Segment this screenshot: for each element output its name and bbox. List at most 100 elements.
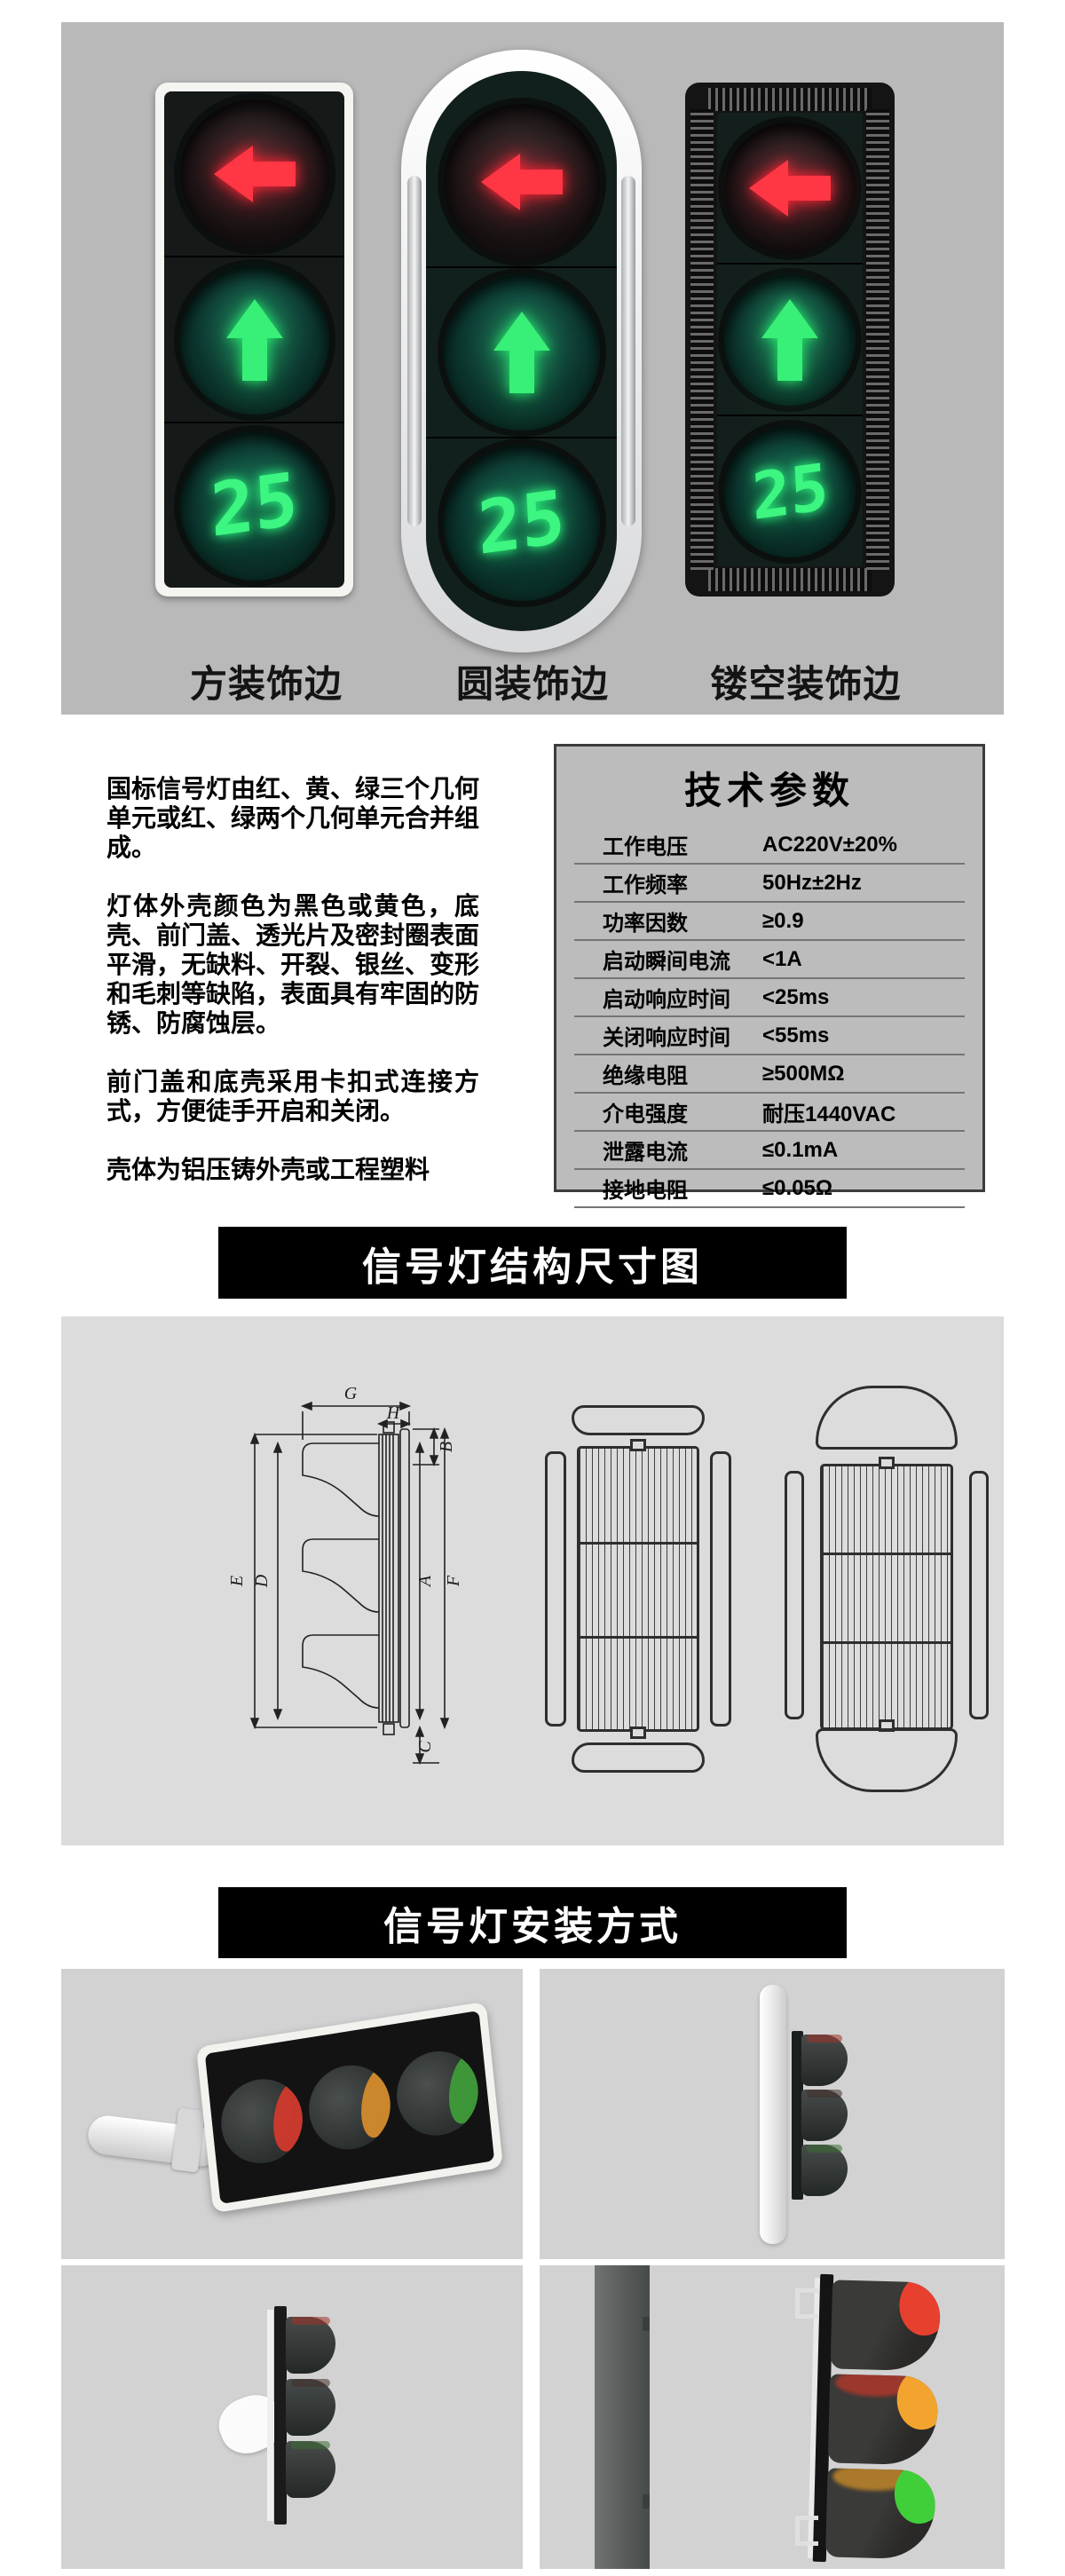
exploded-view-flat-caps — [545, 1405, 731, 1773]
traffic-light-lattice-frame: 25 — [685, 83, 895, 597]
table-row: 启动响应时间<25ms — [574, 979, 965, 1017]
green-hood — [392, 2045, 483, 2142]
lattice-right-band — [866, 109, 889, 570]
countdown-digits: 25 — [209, 457, 300, 554]
photo-pole-side-mount — [540, 1969, 1005, 2259]
dark-pole — [595, 2265, 650, 2569]
red-left-arrow-icon — [213, 145, 296, 202]
green-signal-section — [717, 263, 863, 415]
red-left-arrow-icon — [480, 154, 563, 210]
yellow-hood — [827, 2374, 939, 2466]
dimension-diagram: G H B E D A F C — [61, 1316, 1004, 1845]
red-signal-section — [717, 113, 863, 263]
countdown-digits: 25 — [476, 474, 567, 572]
photo-horizontal-arm-mount — [61, 1969, 523, 2259]
dim-label-B: B — [437, 1442, 456, 1452]
green-up-arrow-icon — [225, 298, 283, 381]
red-left-arrow-icon — [749, 159, 831, 217]
yellow-hood — [286, 2379, 335, 2436]
green-up-arrow-icon — [493, 312, 550, 393]
dim-label-D: D — [252, 1574, 272, 1588]
spec-label: 泄露电流 — [603, 1141, 688, 1165]
signal-backplate — [792, 2031, 803, 2200]
signal-hoods — [801, 2035, 848, 2200]
bottom-connector — [630, 1727, 646, 1739]
spec-label: 功率因数 — [603, 912, 688, 936]
green-hood — [825, 2468, 936, 2560]
traffic-light-body: 25 — [164, 91, 344, 588]
green-lens — [718, 267, 862, 412]
dim-label-A: A — [415, 1575, 435, 1588]
spec-value: <55ms — [762, 1023, 830, 1047]
mount-hook — [795, 2288, 818, 2319]
lamp-body — [820, 1464, 953, 1730]
dim-label-H: H — [386, 1403, 401, 1423]
top-cap — [572, 1405, 705, 1435]
green-up-arrow-icon — [761, 298, 818, 381]
exploded-view-dome-caps — [785, 1386, 989, 1792]
section-banner-install: 信号灯安装方式 — [218, 1887, 847, 1958]
top-connector — [879, 1457, 895, 1469]
green-signal-section — [164, 256, 344, 422]
red-signal-section — [164, 91, 344, 256]
spec-label: 启动瞬间电流 — [603, 950, 730, 974]
lamp-body — [577, 1446, 699, 1732]
side-profile-drawing: G H B E D A F C — [203, 1365, 469, 1791]
traffic-light-body: 25 — [426, 71, 617, 631]
green-hood — [801, 2145, 848, 2196]
traffic-light-capsule-frame: 25 — [401, 50, 642, 652]
traffic-light-body: 25 — [717, 113, 863, 566]
traffic-light-square-frame: 25 — [155, 83, 353, 597]
spec-value: ≤0.1mA — [762, 1137, 839, 1162]
spec-value: AC220V±20% — [762, 832, 897, 857]
table-row: 绝缘电阻≥500MΩ — [574, 1055, 965, 1094]
right-rail — [710, 1451, 731, 1727]
spec-label: 接地电阻 — [603, 1179, 688, 1203]
right-rail — [969, 1471, 989, 1719]
frame-style-label-square: 方装饰边 — [189, 663, 343, 705]
lattice-top-band — [708, 88, 872, 111]
description-paragraph: 灯体外壳颜色为黑色或黄色，底壳、前门盖、透光片及密封圈表面平滑，无缺料、开裂、银… — [106, 892, 480, 1037]
table-row: 功率因数 ≥0.9 — [574, 903, 965, 941]
spec-value: ≥0.9 — [762, 908, 804, 933]
signal-hoods — [286, 2317, 335, 2503]
spec-label: 介电强度 — [603, 1102, 688, 1126]
signal-backplate — [274, 2306, 287, 2525]
red-hood — [217, 2073, 307, 2169]
countdown-section: 25 — [426, 437, 617, 607]
spec-label: 工作电压 — [603, 835, 688, 859]
table-row: 接地电阻≤0.05Ω — [574, 1170, 965, 1208]
capsule-left-rail — [407, 176, 422, 526]
spec-label: 关闭响应时间 — [603, 1026, 730, 1050]
spec-value: 耐压1440VAC — [762, 1102, 896, 1126]
backing-strip — [267, 2310, 273, 2521]
description-paragraph: 国标信号灯由红、黄、绿三个几何单元或红、绿两个几何单元合并组成。 — [106, 775, 480, 861]
white-pole — [760, 1985, 786, 2244]
lattice-left-band — [690, 109, 714, 570]
yellow-hood — [304, 2059, 395, 2155]
yellow-hood — [801, 2090, 848, 2141]
countdown-section: 25 — [164, 422, 344, 588]
red-lens — [437, 98, 606, 266]
pole-bolt — [643, 2494, 650, 2509]
dim-label-E: E — [227, 1576, 247, 1587]
green-signal-section — [426, 266, 617, 437]
red-lens — [173, 92, 335, 255]
green-lens — [437, 268, 606, 437]
pole-bolt — [643, 2317, 650, 2331]
spec-label: 工作频率 — [603, 873, 688, 897]
mount-hook — [795, 2516, 818, 2546]
horizontal-signal-light — [195, 2001, 504, 2214]
red-signal-section — [426, 98, 617, 266]
dim-label-F: F — [444, 1575, 463, 1587]
red-lens — [718, 115, 862, 260]
red-hood — [286, 2317, 335, 2374]
frame-style-label-capsule: 圆装饰边 — [455, 663, 610, 705]
countdown-lens: 25 — [718, 419, 862, 564]
countdown-digits: 25 — [749, 448, 831, 534]
spec-table-title: 技术参数 — [683, 770, 855, 811]
